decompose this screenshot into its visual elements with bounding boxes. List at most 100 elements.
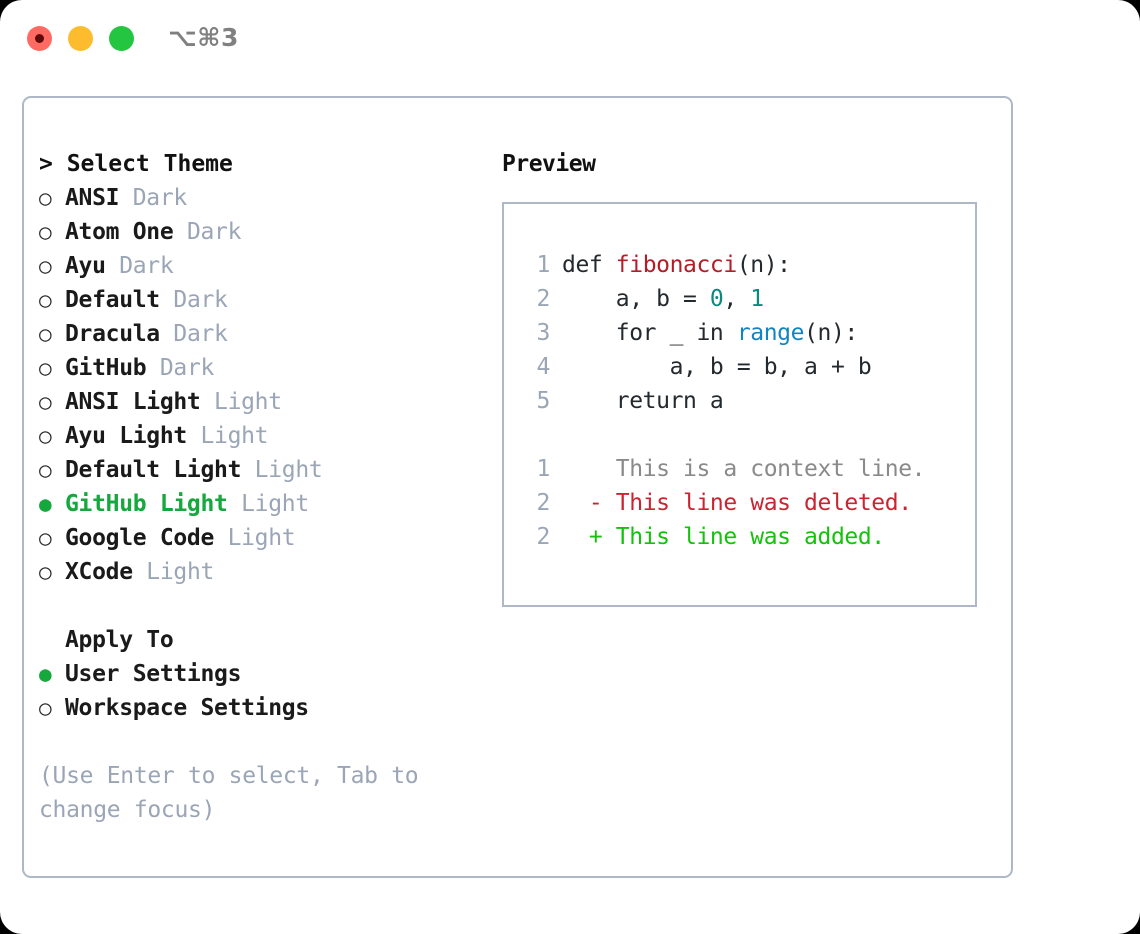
theme-picker-panel: > Select Theme ○ANSI Dark○Atom One Dark○… <box>22 96 1013 878</box>
code-token: fibonacci <box>615 252 737 278</box>
radio-unselected-icon[interactable]: ○ <box>39 526 52 550</box>
theme-option-row[interactable]: ○ Atom One Dark <box>39 215 469 249</box>
theme-option-row[interactable]: ○ Dracula Dark <box>39 317 469 351</box>
code-token: a, b = b, a + b <box>562 354 872 380</box>
radio-selected-icon[interactable]: ● <box>39 492 52 516</box>
keyboard-shortcut-label: ⌥⌘3 <box>168 23 239 52</box>
code-token: , <box>723 286 751 312</box>
preview-gap <box>524 418 975 452</box>
diff-sign: - <box>562 490 616 516</box>
theme-option-label: Default <box>65 287 160 313</box>
theme-options-list: ○ ANSI Dark ○ Atom One Dark ○ Ayu Dark ○ Defaul… <box>39 181 469 589</box>
theme-option-label: GitHub Light <box>65 491 228 517</box>
code-token: range <box>736 320 805 346</box>
code-line: 5 return a <box>524 384 975 418</box>
theme-option-row[interactable]: ○ Google Code Light <box>39 521 469 555</box>
theme-option-label: XCode <box>65 559 133 585</box>
radio-unselected-icon[interactable]: ○ <box>39 288 52 312</box>
theme-option-row[interactable]: ○ Ayu Light Light <box>39 419 469 453</box>
theme-option-label: Ayu <box>65 253 106 279</box>
theme-variant-label: Dark <box>105 253 174 279</box>
code-line: 3 for _ in range(n): <box>524 316 975 350</box>
apply-to-heading: Apply To <box>65 627 174 653</box>
theme-option-label: Google Code <box>65 525 215 551</box>
keyboard-hint-text: (Use Enter to select, Tab to change focu… <box>39 763 419 823</box>
theme-variant-label: Light <box>227 491 309 517</box>
theme-variant-label: Dark <box>159 287 228 313</box>
apply-to-option-row[interactable]: ○Workspace Settings <box>39 691 469 725</box>
radio-unselected-icon[interactable]: ○ <box>39 322 52 346</box>
apply-to-section: ○ Apply To ● User Settings ○Workspace Sett… <box>39 623 469 725</box>
apply-to-heading-row: ○ Apply To <box>39 623 469 657</box>
theme-option-row[interactable]: ○ Default Light Light <box>39 453 469 487</box>
theme-option-label: Dracula <box>65 321 160 347</box>
minimize-button[interactable] <box>68 26 93 51</box>
diff-line: 2 + This line was added. <box>524 520 975 554</box>
radio-unselected-icon[interactable]: ○ <box>39 424 52 448</box>
line-number: 4 <box>536 354 551 380</box>
apply-to-option-row[interactable]: ● User Settings <box>39 657 469 691</box>
code-token: def <box>562 252 616 278</box>
diff-line-number: 2 <box>536 524 551 550</box>
theme-variant-label: Light <box>186 423 269 449</box>
theme-option-row[interactable]: ○ Default Dark <box>39 283 469 317</box>
apply-to-options-list: ● User Settings ○Workspace Settings <box>39 657 469 725</box>
theme-option-row[interactable]: ○ GitHub Dark <box>39 351 469 385</box>
code-token: (n): <box>804 320 858 346</box>
diff-line-number: 2 <box>536 490 551 516</box>
theme-option-label: Default Light <box>65 457 242 483</box>
theme-option-label: ANSI Light <box>65 389 201 415</box>
radio-unselected-icon[interactable]: ○ <box>39 390 52 414</box>
diff-text: This line was deleted. <box>615 490 912 516</box>
theme-list-heading: > Select Theme <box>39 151 233 177</box>
code-token: for _ in <box>562 320 737 346</box>
code-token: 0 <box>709 286 724 312</box>
line-number: 3 <box>536 320 551 346</box>
title-bar: ⌥⌘3 <box>0 0 1140 78</box>
theme-option-row[interactable]: ○ Ayu Dark <box>39 249 469 283</box>
diff-sample: 1 This is a context line. 2 - This line w… <box>524 452 975 554</box>
code-line: 1 def fibonacci(n): <box>524 248 975 282</box>
radio-unselected-icon[interactable]: ○ <box>39 356 52 380</box>
theme-list-column: > Select Theme ○ANSI Dark○Atom One Dark○… <box>39 147 469 827</box>
line-number: 1 <box>536 252 551 278</box>
diff-sign: + <box>562 524 616 550</box>
radio-unselected-icon[interactable]: ○ <box>39 220 52 244</box>
theme-option-label: Ayu Light <box>65 423 187 449</box>
radio-unselected-icon[interactable]: ○ <box>39 458 52 482</box>
preview-heading: Preview <box>502 151 596 177</box>
code-token: return a <box>562 388 724 414</box>
theme-variant-label: Dark <box>119 185 188 211</box>
theme-option-row[interactable]: ○ ANSI Dark <box>39 181 469 215</box>
maximize-button[interactable] <box>109 26 134 51</box>
radio-selected-icon[interactable]: ● <box>39 662 52 686</box>
diff-line: 2 - This line was deleted. <box>524 486 975 520</box>
theme-option-row[interactable]: ○ XCode Light <box>39 555 469 589</box>
theme-variant-label: Dark <box>159 321 228 347</box>
theme-variant-label: Dark <box>146 355 215 381</box>
code-token: a, b = <box>562 286 710 312</box>
theme-option-label: ANSI <box>65 185 120 211</box>
theme-option-label: GitHub <box>65 355 147 381</box>
close-button[interactable] <box>27 26 52 51</box>
diff-text: This is a context line. <box>615 456 926 482</box>
diff-sign <box>562 452 616 486</box>
radio-unselected-icon[interactable]: ○ <box>39 560 52 584</box>
theme-option-row[interactable]: ○ANSI Light Light <box>39 385 469 419</box>
radio-unselected-icon[interactable]: ○ <box>39 696 52 720</box>
theme-option-row[interactable]: ● GitHub Light Light <box>39 487 469 521</box>
code-token: (n): <box>736 252 791 278</box>
theme-variant-label: Light <box>132 559 215 585</box>
theme-option-label: Atom One <box>65 219 174 245</box>
window-controls <box>27 26 134 51</box>
theme-variant-label: Light <box>214 525 296 551</box>
radio-unselected-icon[interactable]: ○ <box>39 254 52 278</box>
theme-variant-label: Dark <box>173 219 242 245</box>
apply-to-option-label: User Settings <box>65 661 242 687</box>
radio-unselected-icon[interactable]: ○ <box>39 186 52 210</box>
diff-line-number: 1 <box>536 456 551 482</box>
theme-variant-label: Light <box>241 457 323 483</box>
line-number: 5 <box>536 388 551 414</box>
